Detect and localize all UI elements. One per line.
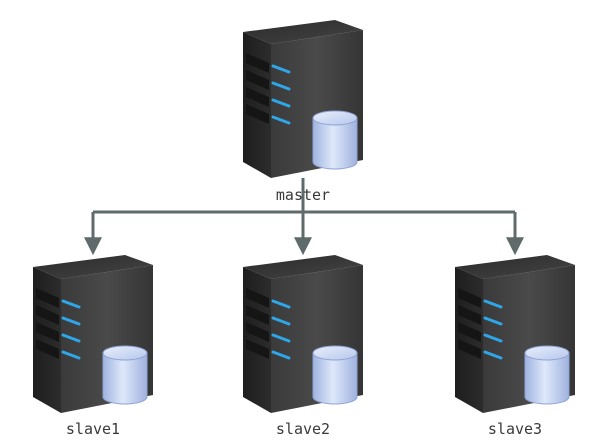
connectors (84, 178, 524, 256)
node-label-slave2: slave2 (276, 420, 330, 438)
node-label-slave3: slave3 (488, 420, 542, 438)
server-with-database-icon (453, 253, 577, 415)
node-master: master (241, 18, 365, 204)
node-label-slave1: slave1 (66, 420, 120, 438)
server-with-database-icon (241, 253, 365, 415)
node-label-master: master (276, 186, 330, 204)
node-slave3: slave3 (453, 253, 577, 438)
node-slave1: slave1 (31, 253, 155, 438)
server-with-database-icon (31, 253, 155, 415)
node-slave2: slave2 (241, 253, 365, 438)
server-with-database-icon (241, 18, 365, 180)
